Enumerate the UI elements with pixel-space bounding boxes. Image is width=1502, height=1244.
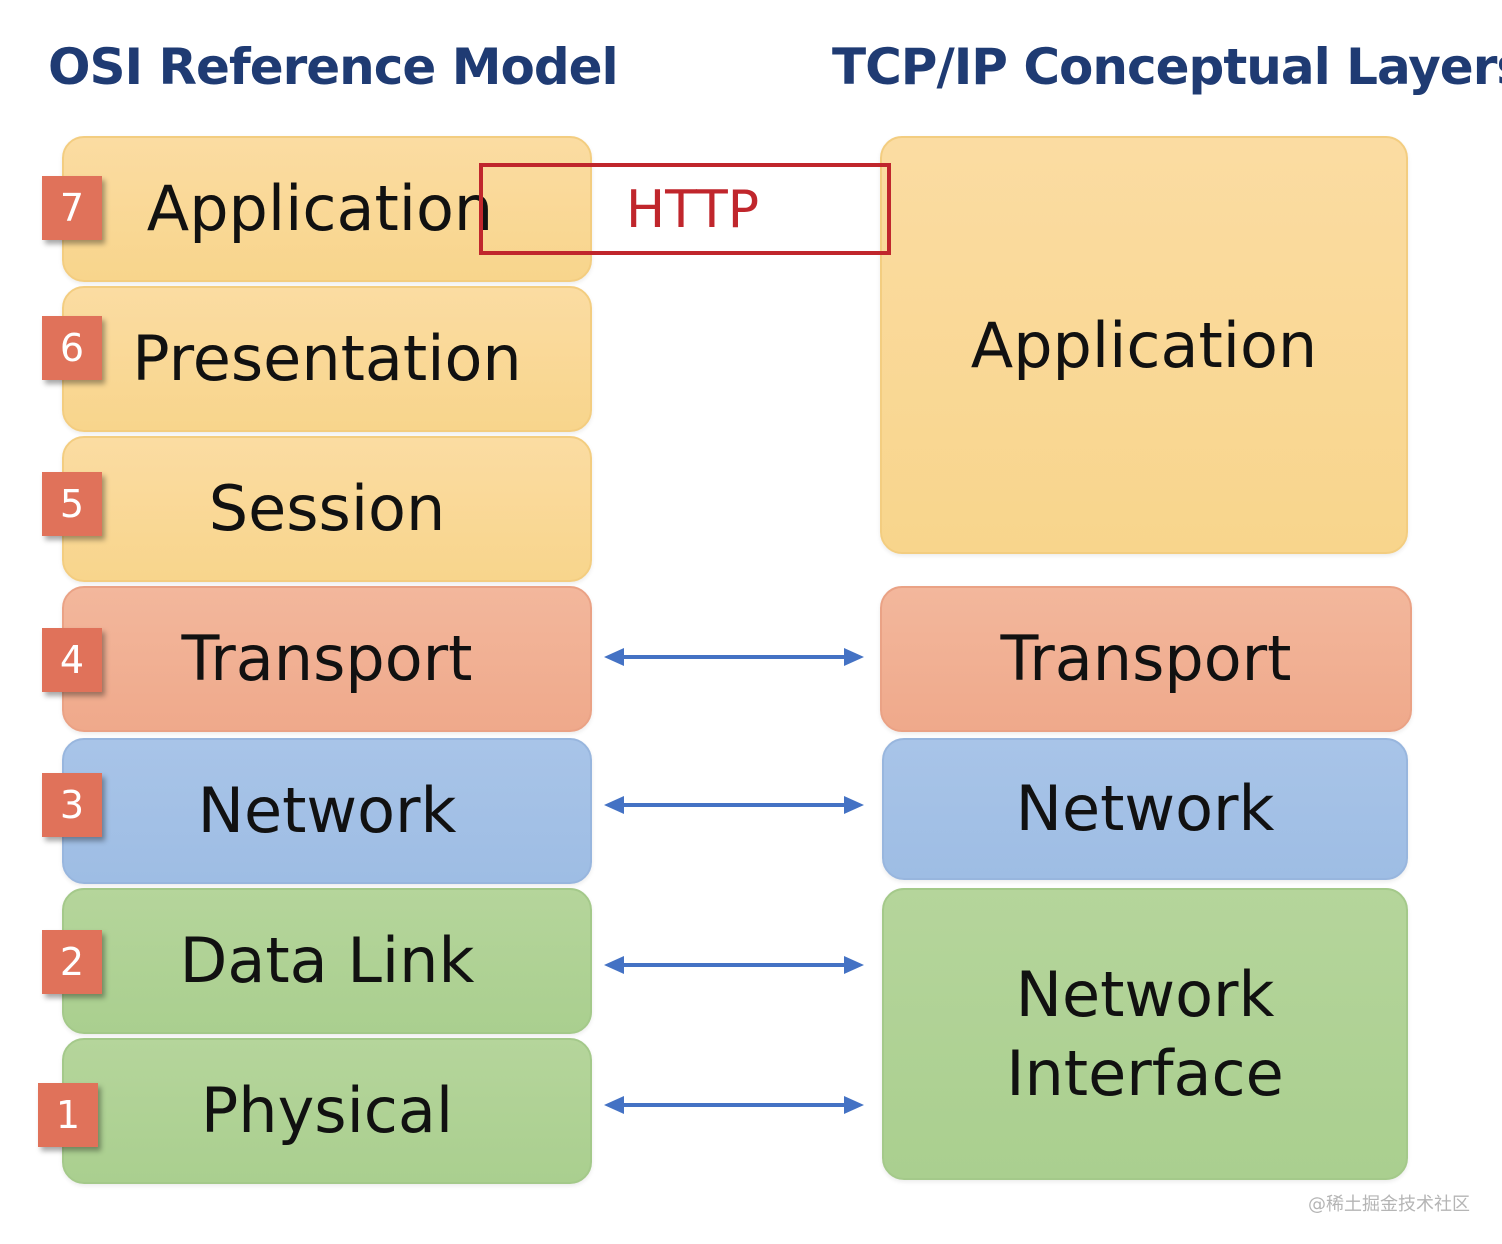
tcpip-layer-network: Network xyxy=(882,738,1408,880)
tcpip-model-title: TCP/IP Conceptual Layers xyxy=(832,38,1502,96)
osi-layer-network: Network xyxy=(62,738,592,884)
transport-mapping-arrow xyxy=(604,648,864,666)
tcpip-layer-label-line2: Interface xyxy=(1006,1037,1284,1110)
osi-layer-physical: Physical xyxy=(62,1038,592,1184)
data-link-mapping-arrow xyxy=(604,956,864,974)
layer-number-badge: 2 xyxy=(42,930,102,994)
osi-layer-session: Session xyxy=(62,436,592,582)
network-mapping-arrow xyxy=(604,796,864,814)
osi-layer-label: Physical xyxy=(200,1073,454,1147)
osi-layer-application: Application xyxy=(62,136,592,282)
layer-number-badge: 1 xyxy=(38,1083,98,1147)
osi-layer-label: Application xyxy=(146,171,494,245)
osi-layer-label: Transport xyxy=(181,621,473,695)
layer-number-badge: 7 xyxy=(42,176,102,240)
layer-number-badge: 5 xyxy=(42,472,102,536)
osi-layer-label: Network xyxy=(197,773,457,847)
layer-number-badge: 4 xyxy=(42,628,102,692)
osi-layer-presentation: Presentation xyxy=(62,286,592,432)
osi-layer-label: Data Link xyxy=(179,923,475,997)
osi-layer-label: Presentation xyxy=(132,321,522,395)
http-label: HTTP xyxy=(626,180,760,240)
osi-layer-label: Session xyxy=(208,471,446,545)
tcpip-layer-label-line1: Network xyxy=(1015,957,1275,1031)
osi-model-title: OSI Reference Model xyxy=(48,38,619,96)
osi-layer-data-link: Data Link xyxy=(62,888,592,1034)
watermark: @稀土掘金技术社区 xyxy=(1308,1194,1470,1215)
tcpip-layer-network-interface: Network Interface xyxy=(882,888,1408,1180)
osi-layer-transport: Transport xyxy=(62,586,592,732)
tcpip-layer-label: Network xyxy=(1015,771,1275,845)
http-highlight-box xyxy=(479,163,891,255)
layer-number-badge: 3 xyxy=(42,773,102,837)
physical-mapping-arrow xyxy=(604,1096,864,1114)
tcpip-layer-label: Application xyxy=(970,309,1318,382)
layer-number-badge: 6 xyxy=(42,316,102,380)
tcpip-layer-transport: Transport xyxy=(880,586,1412,732)
tcpip-layer-application: Application xyxy=(880,136,1408,554)
tcpip-layer-label: Transport xyxy=(1000,621,1292,695)
